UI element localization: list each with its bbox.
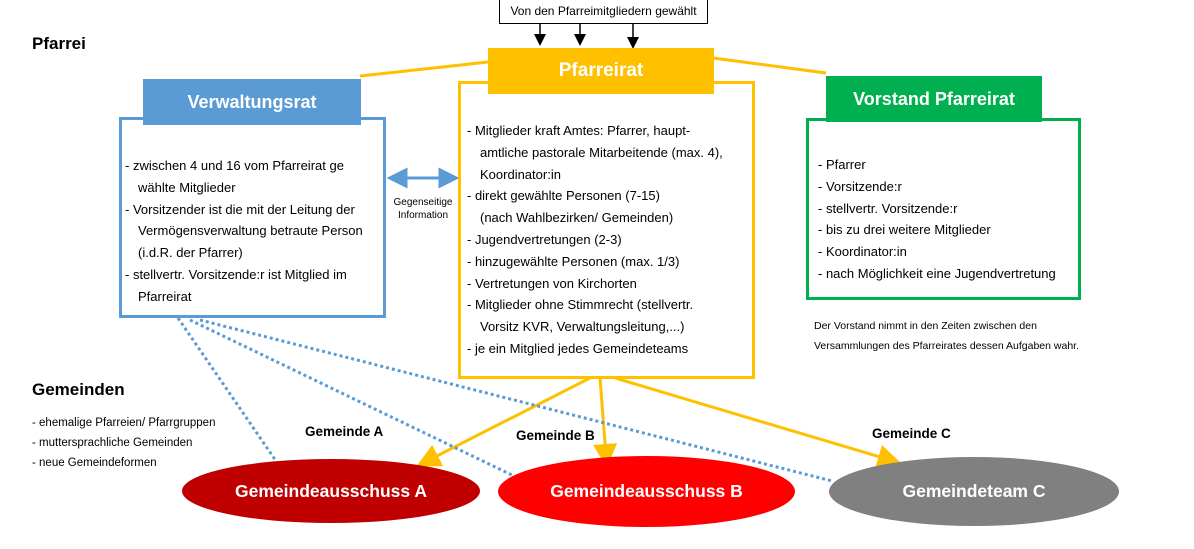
pfarreirat-to-gemeinde-a [416,376,591,467]
section-heading-gemeinden: Gemeinden [32,380,125,399]
vorstand-item: - stellvertr. Vorsitzende:r [818,200,958,216]
mutual-information-label: Gegenseitige Information [393,197,453,221]
verwaltungsrat-item: - stellvertr. Vorsitzende:r ist Mitglied… [125,266,347,282]
pfarreirat-item: - hinzugewählte Personen (max. 1/3) [467,253,680,269]
gemeindeausschuss-a: Gemeindeausschuss A [182,459,480,523]
verwaltungsrat-item: wählte Mitglieder [138,179,236,195]
gemeindeausschuss-b: Gemeindeausschuss B [498,456,795,527]
verwaltungsrat-item: - Vorsitzender ist die mit der Leitung d… [125,201,355,217]
pfarreirat-item: Koordinator:in [480,166,561,182]
pfarreirat-panel: - Mitglieder kraft Amtes: Pfarrer, haupt… [458,81,755,379]
vorstand-item: - Koordinator:in [818,244,907,260]
pfarreirat-item: - Jugendvertretungen (2-3) [467,231,622,247]
verwaltungsrat-item: Vermögensverwaltung betraute Person [138,223,363,239]
verwaltungsrat-item: Pfarreirat [138,288,192,304]
pfarreirat-list: - Mitglieder kraft Amtes: Pfarrer, haupt… [467,120,752,360]
community-label-a: Gemeinde A [305,424,384,439]
elected-by-members-note: Von den Pfarreimitgliedern gewählt [499,0,708,24]
gemeindeteam-c: Gemeindeteam C [829,457,1119,526]
pfarreirat-title: Pfarreirat [488,48,714,94]
verwaltungsrat-dotted-to-b [189,318,517,479]
verwaltungsrat-item: (i.d.R. der Pfarrer) [138,245,243,261]
gemeinden-type-item: - neue Gemeindeformen [32,457,157,469]
vorstand-item: - bis zu drei weitere Mitglieder [818,222,991,238]
vorstand-panel: - Pfarrer - Vorsitzende:r - stellvertr. … [806,118,1081,300]
pfarreirat-to-gemeinde-b [593,377,618,468]
vorstand-item: - Pfarrer [818,157,866,172]
gemeinden-type-item: - ehemalige Pfarreien/ Pfarrgruppen [32,417,216,429]
verwaltungsrat-list: - zwischen 4 und 16 vom Pfarreirat ge wä… [125,155,383,308]
vorstand-item: - nach Möglichkeit eine Jugendvertretung [818,265,1056,281]
verwaltungsrat-panel: - zwischen 4 und 16 vom Pfarreirat ge wä… [119,117,386,318]
pfarreirat-item: amtliche pastorale Mitarbeitende (max. 4… [480,144,723,160]
verwaltungsrat-dotted-to-a [176,317,278,462]
verwaltungsrat-item: - zwischen 4 und 16 vom Pfarreirat ge [125,158,344,173]
vorstand-list: - Pfarrer - Vorsitzende:r - stellvertr. … [818,154,1078,285]
gemeinden-type-item: - muttersprachliche Gemeinden [32,437,193,449]
pfarreirat-item: - Vertretungen von Kirchorten [467,275,637,291]
pfarreirat-item: - je ein Mitglied jedes Gemeindeteams [467,340,689,356]
pfarreirat-item: - Mitglieder ohne Stimmrecht (stellvertr… [467,297,694,313]
pfarreirat-to-gemeinde-c [614,376,902,469]
gemeinden-types-list: - ehemalige Pfarreien/ Pfarrgruppen - mu… [32,413,262,473]
pfarreirat-item: (nach Wahlbezirken/ Gemeinden) [480,210,674,226]
community-label-c: Gemeinde C [872,426,951,441]
vorstand-item: - Vorsitzende:r [818,178,902,194]
pfarreirat-verwaltungsrat-link [359,60,489,78]
verwaltungsrat-title: Verwaltungsrat [143,79,361,125]
pfarreirat-item: - Mitglieder kraft Amtes: Pfarrer, haupt… [467,123,691,138]
pfarreirat-item: Vorsitz KVR, Verwaltungsleitung,...) [480,319,685,335]
verwaltungsrat-dotted-to-c [199,318,833,483]
vorstand-note: Der Vorstand nimmt in den Zeiten zwische… [814,320,1079,352]
pfarreirat-item: - direkt gewählte Personen (7-15) [467,188,660,204]
pfarreirat-vorstand-link [712,56,827,75]
vorstand-title: Vorstand Pfarreirat [826,76,1042,122]
community-label-b: Gemeinde B [516,428,595,443]
section-heading-pfarrei: Pfarrei [32,34,86,53]
